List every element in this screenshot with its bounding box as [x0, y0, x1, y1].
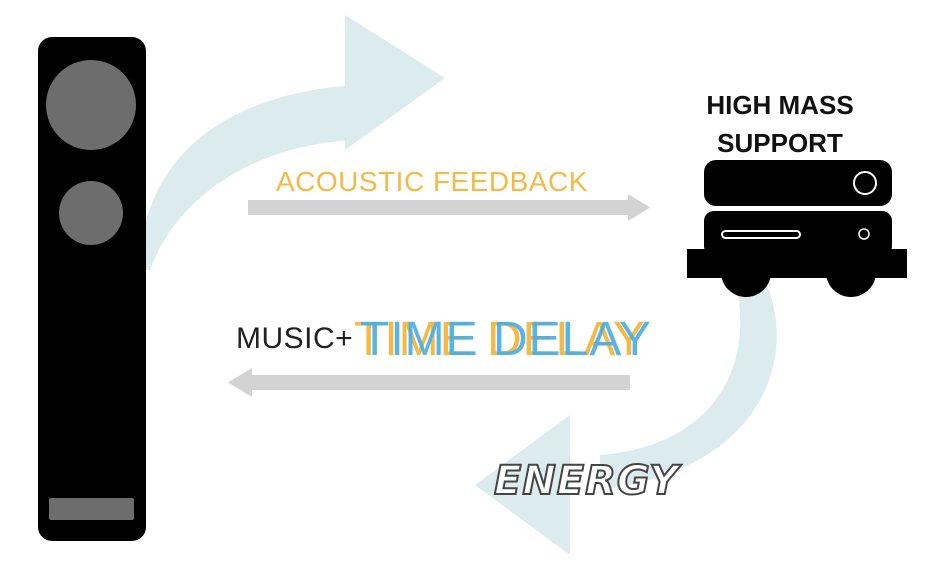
speaker-badge — [49, 498, 134, 520]
speaker-tower — [38, 37, 146, 541]
top-curved-arrow — [140, 15, 445, 270]
time-delay-label-blue: TIME DELAY — [360, 313, 652, 366]
return-arrow — [228, 368, 630, 397]
component-bottom-knob — [858, 228, 870, 240]
energy-label: ENERGY — [493, 457, 680, 505]
music-plus-label: MUSIC+ — [236, 322, 354, 355]
support-stack — [687, 160, 907, 297]
component-bottom — [704, 211, 892, 256]
feedback-arrow — [248, 194, 650, 221]
speaker-tweeter — [59, 181, 123, 245]
support-foot-right — [826, 247, 876, 297]
speaker-woofer — [46, 60, 136, 150]
component-slot — [721, 230, 801, 239]
time-delay-label-orange: TIME DELAY — [354, 313, 646, 366]
support-foot-left — [721, 247, 771, 297]
acoustic-feedback-label: ACOUSTIC FEEDBACK — [276, 166, 588, 197]
bottom-curved-arrow — [475, 280, 777, 555]
high-mass-support-label: HIGH MASS SUPPORT — [706, 90, 854, 158]
component-top — [704, 160, 892, 206]
component-top-knob — [853, 171, 877, 195]
